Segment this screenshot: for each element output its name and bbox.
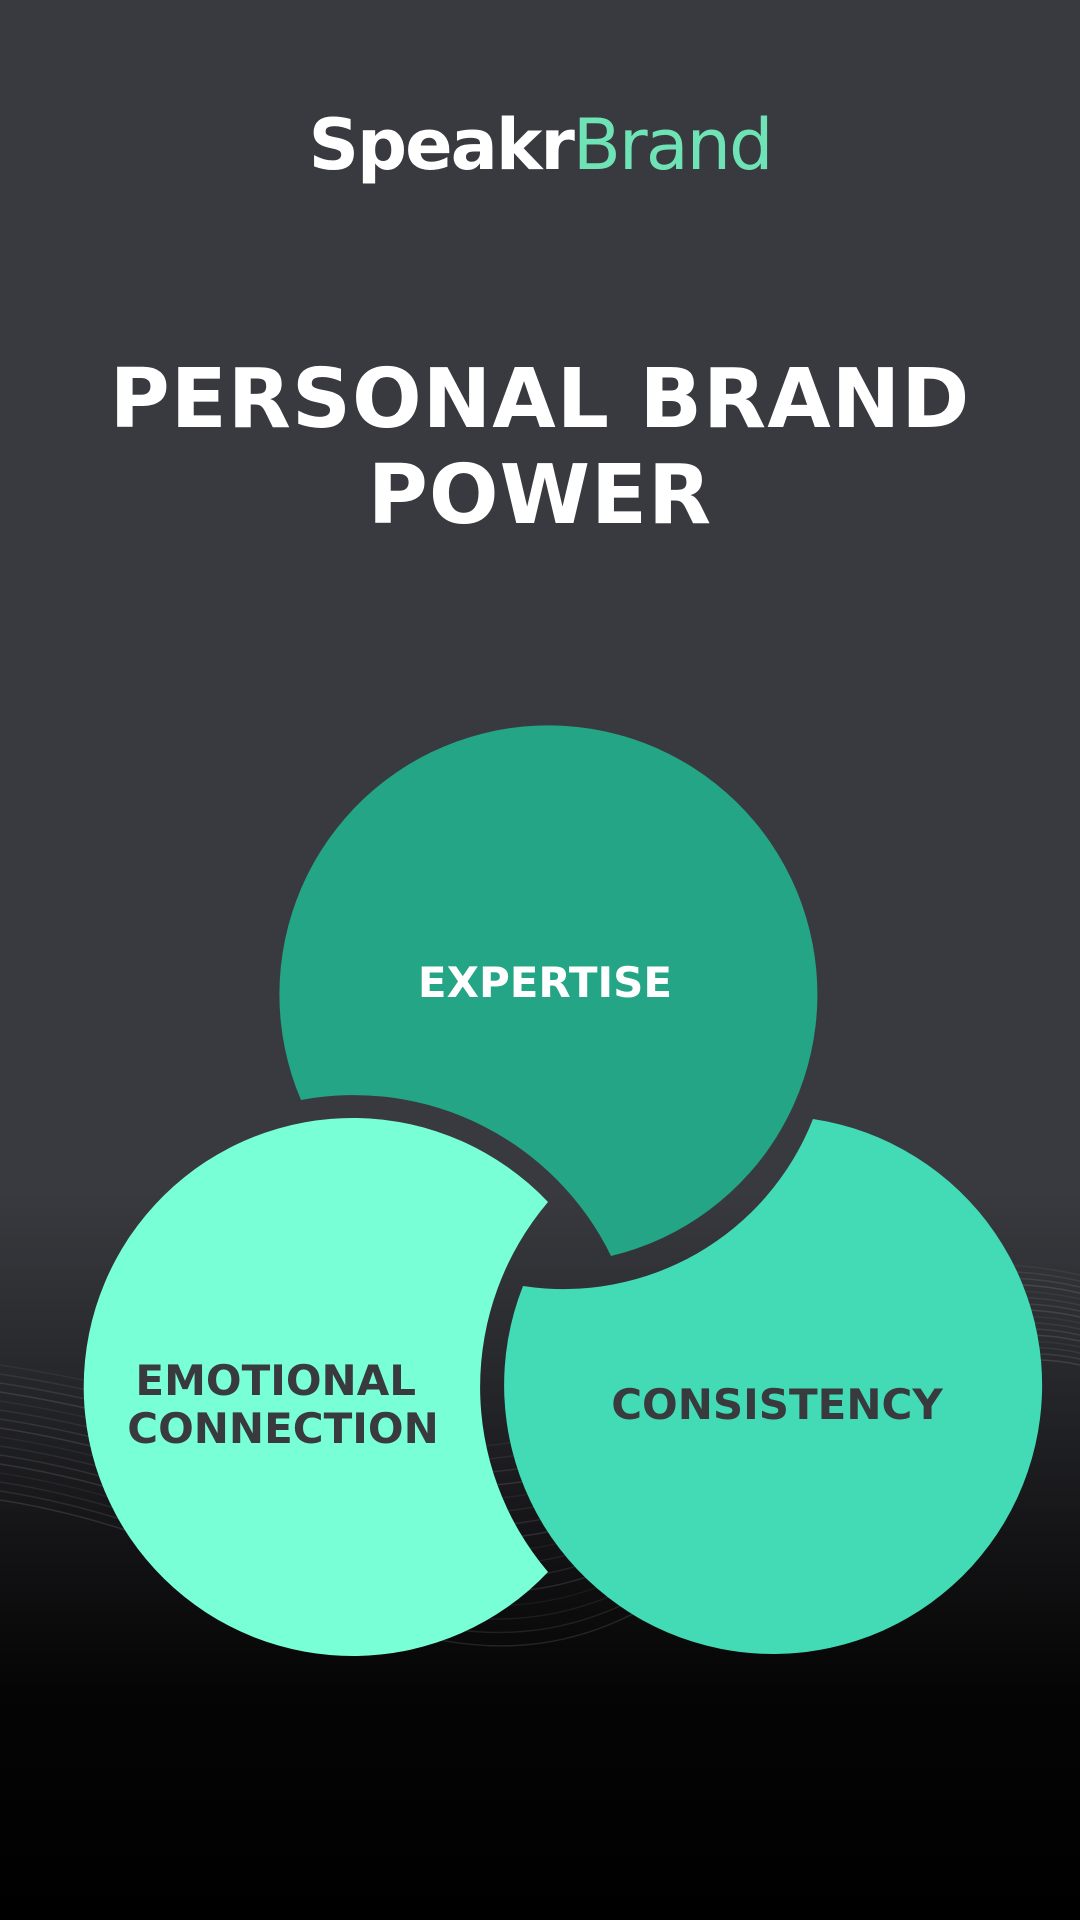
brand-name-secondary: Brand [572,104,773,186]
title-line-2: POWER [367,448,713,543]
title-line-1: PERSONAL BRAND [109,352,971,447]
label-consistency: CONSISTENCY [611,1380,943,1429]
label-emotional-connection-line-1: EMOTIONAL [135,1356,416,1405]
circle-consistency [504,1119,1043,1655]
brand-logo: SpeakrBrand [0,100,1080,190]
circle-emotional-connection [83,1117,549,1656]
page-title: PERSONAL BRAND POWER [0,352,1080,544]
label-emotional-connection-line-2: CONNECTION [127,1404,438,1453]
label-expertise: EXPERTISE [418,958,672,1007]
circle-expertise [279,725,818,1256]
label-emotional-connection: EMOTIONAL CONNECTION [127,1356,438,1453]
brand-name-primary: Speakr [308,104,575,186]
label-expertise-line-1: EXPERTISE [418,958,672,1007]
label-consistency-line-1: CONSISTENCY [611,1380,943,1429]
